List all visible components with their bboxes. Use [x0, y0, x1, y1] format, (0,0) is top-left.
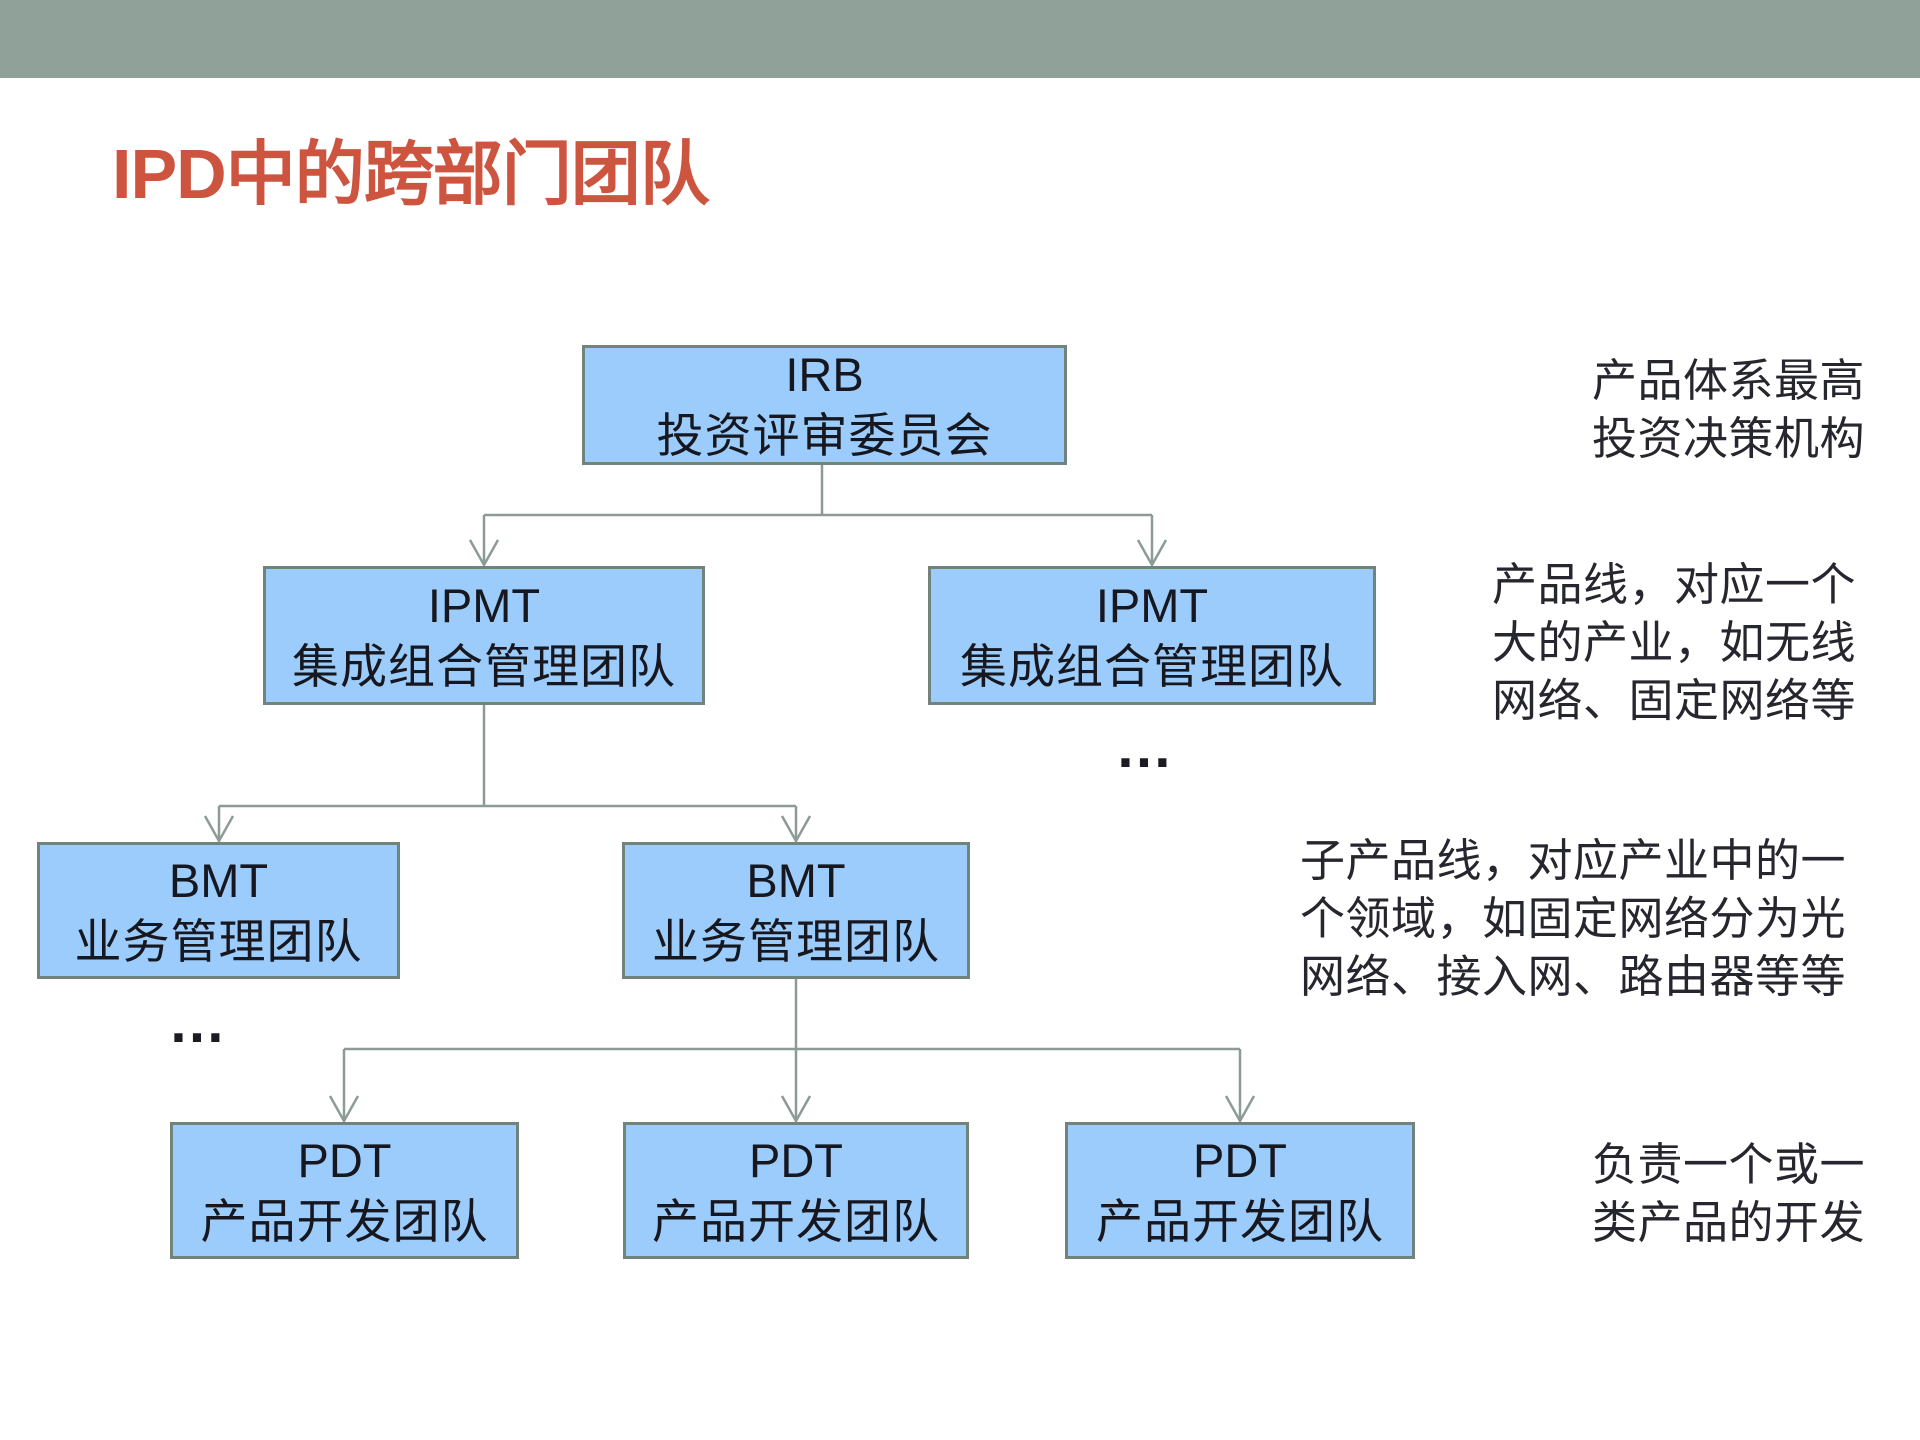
- org-node-irb: IRB 投资评审委员会: [582, 345, 1067, 465]
- note-irb: 产品体系最高 投资决策机构: [1592, 355, 1866, 464]
- org-node-pdt-3: PDT 产品开发团队: [1065, 1122, 1415, 1259]
- node-acronym: PDT: [1193, 1133, 1287, 1187]
- node-name: 产品开发团队: [1096, 1194, 1384, 1248]
- node-name: 集成组合管理团队: [960, 639, 1344, 693]
- org-node-ipmt-right: IPMT 集成组合管理团队: [928, 566, 1376, 705]
- node-acronym: IPMT: [427, 578, 541, 632]
- note-pdt: 负责一个或一 类产品的开发: [1592, 1139, 1866, 1248]
- ellipsis-more-ipmt: …: [1115, 715, 1179, 780]
- node-acronym: IRB: [785, 348, 864, 401]
- node-name: 业务管理团队: [652, 914, 940, 968]
- node-name: 产品开发团队: [652, 1194, 940, 1248]
- org-node-ipmt-left: IPMT 集成组合管理团队: [263, 566, 705, 705]
- org-node-pdt-2: PDT 产品开发团队: [623, 1122, 969, 1259]
- node-name: 集成组合管理团队: [292, 639, 676, 693]
- note-bmt: 子产品线，对应产业中的一 个领域，如固定网络分为光 网络、接入网、路由器等等: [1300, 835, 1847, 1002]
- node-name: 产品开发团队: [200, 1194, 489, 1248]
- page-title: IPD中的跨部门团队: [112, 135, 710, 213]
- note-ipmt: 产品线，对应一个 大的产业，如无线 网络、固定网络等: [1492, 559, 1857, 726]
- node-name: 投资评审委员会: [656, 409, 993, 462]
- org-node-pdt-1: PDT 产品开发团队: [170, 1122, 519, 1259]
- header-bar: [0, 0, 1920, 78]
- node-acronym: BMT: [746, 853, 846, 907]
- org-node-bmt-left: BMT 业务管理团队: [37, 842, 400, 979]
- org-node-bmt-mid: BMT 业务管理团队: [622, 842, 970, 979]
- node-acronym: PDT: [749, 1133, 843, 1187]
- node-acronym: BMT: [168, 853, 269, 907]
- ellipsis-more-bmt: …: [168, 990, 232, 1055]
- node-name: 业务管理团队: [74, 914, 363, 968]
- node-acronym: IPMT: [1095, 578, 1209, 632]
- node-acronym: PDT: [297, 1133, 392, 1187]
